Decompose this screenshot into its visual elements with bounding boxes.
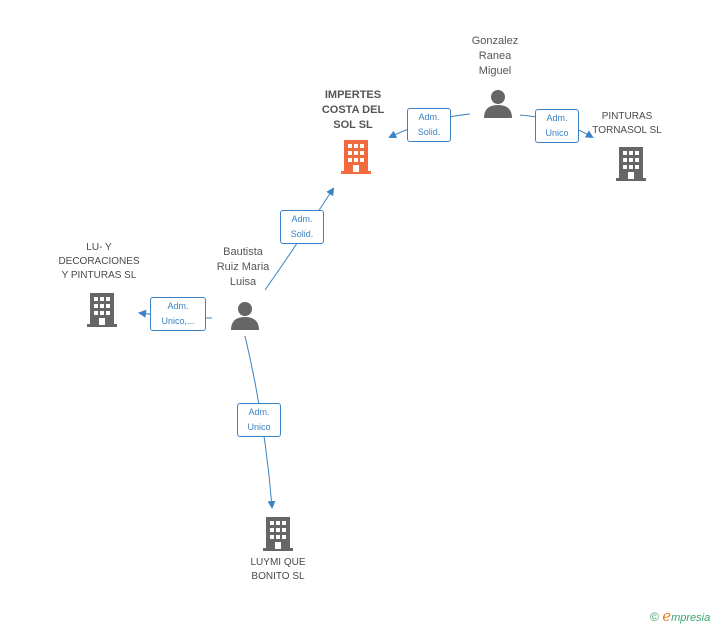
building-icon-main[interactable] [340,138,372,174]
company-name-line: Y PINTURAS SL [61,270,137,281]
company-label-impertes: IMPERTES COSTA DEL SOL SL [313,88,393,133]
company-name-line: PINTURAS [601,111,653,122]
role-text: Unico [545,128,569,138]
company-name-line: DECORACIONES [58,256,140,267]
role-text: Unico [247,422,271,432]
person-icon[interactable] [230,300,260,330]
role-text: Adm. [546,113,568,123]
company-label-luymi: LUYMI QUE BONITO SL [233,556,323,584]
company-name-line: SOL SL [333,119,373,131]
building-icon[interactable] [262,515,294,551]
person-name-line: Luisa [229,276,257,288]
role-badge-gonzalez-impertes[interactable]: Adm. Solid. [407,108,451,142]
company-label-lu: LU- Y DECORACIONES Y PINTURAS SL [48,241,150,283]
role-text: Adm. [418,112,440,122]
company-name-line: COSTA DEL [321,104,385,116]
company-name-line: IMPERTES [324,89,382,101]
person-name-line: Bautista [223,246,263,258]
company-label-pinturas: PINTURAS TORNASOL SL [582,110,672,138]
role-text: Adm. [291,214,313,224]
person-icon[interactable] [483,88,513,118]
role-text: Adm. [248,407,270,417]
role-badge-bautista-luymi[interactable]: Adm. Unico [237,403,281,437]
copyright-icon: © [650,610,659,624]
person-name-line: Miguel [478,65,512,77]
person-name-line: Ranea [478,50,512,62]
role-text: Adm. [167,301,189,311]
company-name-line: BONITO SL [251,571,305,582]
role-text: Unico,... [161,316,195,326]
building-icon[interactable] [615,145,647,181]
brand-footer: © empresia [650,607,710,625]
person-name-line: Ruiz Maria [216,261,270,273]
person-label-bautista: Bautista Ruiz Maria Luisa [203,245,283,290]
brand-name: mpresia [671,612,711,624]
role-text: Solid. [417,127,441,137]
company-name-line: LU- Y [86,242,112,253]
brand-logo-letter: e [662,607,672,625]
company-name-line: TORNASOL SL [592,125,662,136]
company-name-line: LUYMI QUE [250,557,306,568]
role-text: Solid. [290,229,314,239]
building-icon[interactable] [86,291,118,327]
role-badge-bautista-impertes[interactable]: Adm. Solid. [280,210,324,244]
person-name-line: Gonzalez [471,35,519,47]
role-badge-bautista-lu[interactable]: Adm. Unico,... [150,297,206,331]
person-label-gonzalez: Gonzalez Ranea Miguel [455,34,535,79]
role-badge-gonzalez-pinturas[interactable]: Adm. Unico [535,109,579,143]
